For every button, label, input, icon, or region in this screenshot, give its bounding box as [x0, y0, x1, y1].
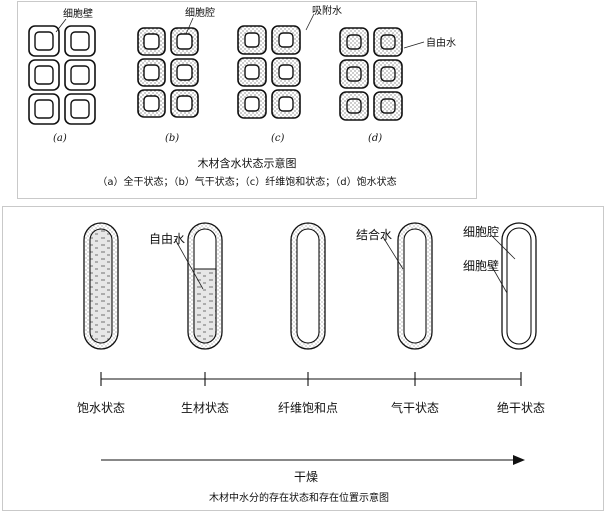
label-cell-lumen: 细胞腔 — [185, 6, 215, 19]
tube-air-dry — [397, 222, 433, 350]
tube-oven-dry — [501, 222, 537, 350]
tube-fiber-saturation — [290, 222, 326, 350]
tube-saturated — [83, 222, 119, 350]
state-air-dry: 气干状态 — [391, 400, 439, 415]
drying-label: 干燥 — [294, 470, 318, 484]
top-callouts — [55, 13, 425, 49]
cell-groups — [28, 25, 403, 125]
tube-green — [187, 222, 223, 350]
top-diagram: 细胞壁 细胞腔 吸附水 自由水 (a) (b) (c) (d) 木材含水状态示意… — [28, 4, 456, 188]
sublabel-c: (c) — [271, 133, 285, 144]
sublabel-b: (b) — [165, 133, 179, 144]
state-fiber-saturation-point: 纤维饱和点 — [278, 400, 338, 415]
state-green: 生材状态 — [181, 401, 229, 415]
top-caption-text: （a）全干状态；（b）气干状态；（c）纤维饱和状态；（d）饱水状态 — [97, 175, 396, 188]
sublabel-a: (a) — [53, 133, 67, 144]
label-free-water: 自由水 — [149, 232, 185, 246]
water-location-figure: 自由水 结合水 细胞腔 细胞壁 饱水状态 生材状态 纤维饱和点 气干状态 绝干状… — [2, 206, 604, 511]
label-bound-water: 结合水 — [356, 227, 392, 242]
drying-arrow — [101, 455, 525, 465]
label-cell-wall-bottom: 细胞壁 — [463, 258, 499, 273]
state-saturated: 饱水状态 — [77, 400, 125, 415]
label-cell-lumen-bottom: 细胞腔 — [463, 224, 499, 239]
label-free-water-top: 自由水 — [426, 36, 456, 49]
cell-group-a — [28, 25, 96, 125]
bottom-callouts — [174, 234, 516, 294]
top-caption-title: 木材含水状态示意图 — [198, 156, 297, 170]
label-adsorbed-water: 吸附水 — [312, 4, 342, 17]
state-oven-dry: 绝干状态 — [497, 400, 545, 415]
label-cell-wall: 细胞壁 — [63, 7, 93, 20]
state-scale-axis — [100, 372, 522, 386]
cell-group-b — [137, 27, 199, 118]
cell-group-c — [237, 25, 301, 119]
bottom-diagram: 自由水 结合水 细胞腔 细胞壁 饱水状态 生材状态 纤维饱和点 气干状态 绝干状… — [77, 222, 545, 504]
wood-moisture-states-figure: 细胞壁 细胞腔 吸附水 自由水 (a) (b) (c) (d) 木材含水状态示意… — [17, 1, 477, 199]
sublabel-d: (d) — [368, 133, 382, 144]
cell-group-d — [339, 27, 403, 121]
bottom-caption: 木材中水分的存在状态和存在位置示意图 — [209, 491, 389, 504]
